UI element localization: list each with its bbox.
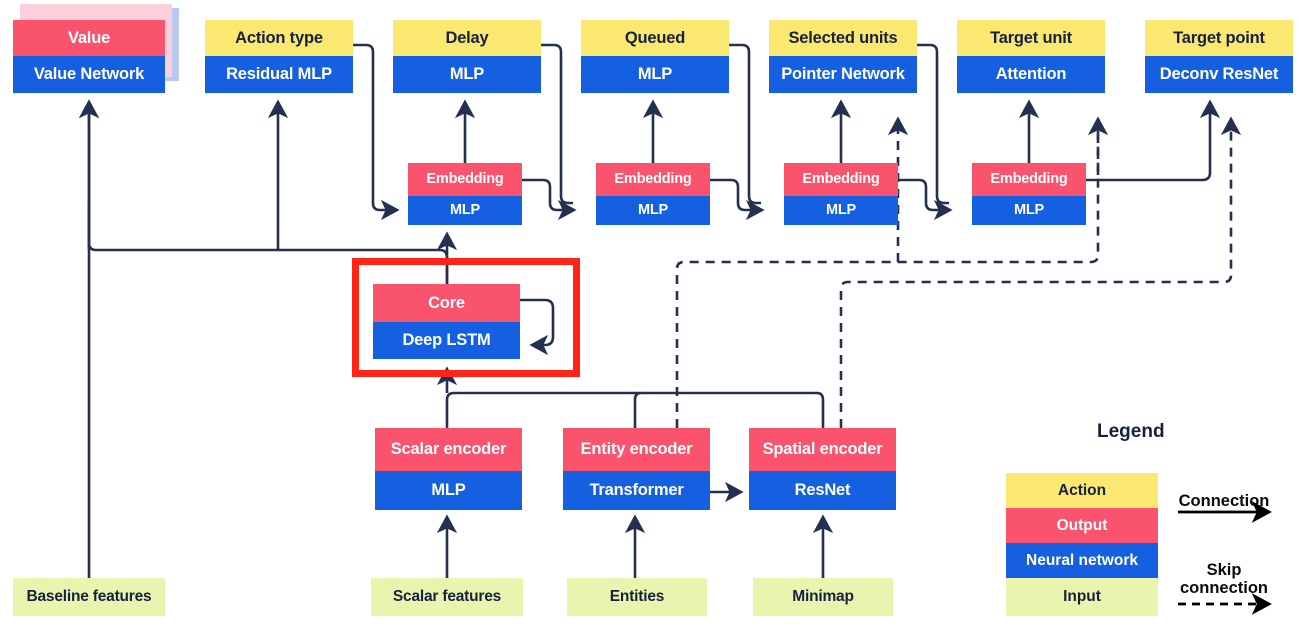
legend-title: Legend xyxy=(1097,421,1165,442)
wire-selectedunits-to-embedding4 xyxy=(917,43,949,205)
node-value-action-label: Value xyxy=(13,20,165,56)
node-spatial-encoder-output-label: Spatial encoder xyxy=(749,428,896,471)
wire-spatialenc-bus xyxy=(445,391,825,428)
legend-skip-connection-label: Skip connection xyxy=(1179,561,1268,598)
wire-embedding2-to-embedding3 xyxy=(710,178,765,221)
node-value-network-label: Value Network xyxy=(13,56,165,93)
legend-connection-label: Connection xyxy=(1178,492,1270,510)
legend-swatch-action-label: Action xyxy=(1057,481,1107,499)
node-embedding-1[interactable]: Embedding MLP xyxy=(408,163,522,225)
node-embedding-4-network-label: MLP xyxy=(972,196,1086,225)
node-input-minimap-label: Minimap xyxy=(753,578,893,616)
wire-embedding3-to-embedding4 xyxy=(898,178,953,221)
legend-swatch-action: Action xyxy=(1006,473,1158,508)
node-entity-encoder-network-label: Transformer xyxy=(563,471,710,510)
node-selected-units-network-label: Pointer Network xyxy=(769,56,917,93)
node-queued-network-label: MLP xyxy=(581,56,729,93)
wire-embedding4-to-targetpoint xyxy=(1086,99,1221,182)
node-embedding-2[interactable]: Embedding MLP xyxy=(596,163,710,225)
node-embedding-3[interactable]: Embedding MLP xyxy=(784,163,898,225)
node-target-unit-action-label: Target unit xyxy=(957,20,1105,56)
node-target-point[interactable]: Target point Deconv ResNet xyxy=(1145,20,1293,93)
node-embedding-1-network-label: MLP xyxy=(408,196,522,225)
node-input-scalar-features-label: Scalar features xyxy=(371,578,523,616)
node-delay-action-label: Delay xyxy=(393,20,541,56)
node-scalar-encoder-network-label: MLP xyxy=(375,471,522,510)
node-input-entities-label: Entities xyxy=(567,578,707,616)
node-input-scalar-features[interactable]: Scalar features xyxy=(371,578,523,616)
node-core-network-label: Deep LSTM xyxy=(373,322,520,359)
node-delay-network-label: MLP xyxy=(393,56,541,93)
node-embedding-4-output-label: Embedding xyxy=(972,163,1086,196)
node-selected-units[interactable]: Selected units Pointer Network xyxy=(769,20,917,93)
node-target-point-action-label: Target point xyxy=(1145,20,1293,56)
node-value[interactable]: Value Value Network xyxy=(13,20,165,93)
wire-embedding1-to-embedding2 xyxy=(522,178,577,221)
node-core[interactable]: Core Deep LSTM xyxy=(373,284,520,359)
node-scalar-encoder-output-label: Scalar encoder xyxy=(375,428,522,471)
node-input-baseline-features[interactable]: Baseline features xyxy=(13,578,165,616)
node-target-unit-network-label: Attention xyxy=(957,56,1105,93)
node-spatial-encoder-network-label: ResNet xyxy=(749,471,896,510)
node-input-entities[interactable]: Entities xyxy=(567,578,707,616)
node-selected-units-action-label: Selected units xyxy=(769,20,917,56)
legend-swatch-neural-network-label: Neural network xyxy=(1026,551,1138,569)
core-highlight-box xyxy=(352,258,580,377)
node-embedding-2-output-label: Embedding xyxy=(596,163,710,196)
node-embedding-1-output-label: Embedding xyxy=(408,163,522,196)
node-target-point-network-label: Deconv ResNet xyxy=(1145,56,1293,93)
legend-swatch-neural-network: Neural network xyxy=(1006,543,1158,578)
wire-delay-join xyxy=(559,195,573,205)
node-embedding-4[interactable]: Embedding MLP xyxy=(972,163,1086,225)
node-embedding-2-network-label: MLP xyxy=(596,196,710,225)
node-entity-encoder-output-label: Entity encoder xyxy=(563,428,710,471)
node-queued-action-label: Queued xyxy=(581,20,729,56)
node-input-minimap[interactable]: Minimap xyxy=(753,578,893,616)
legend-swatch-output-label: Output xyxy=(1056,516,1108,534)
wire-queued-to-embedding3 xyxy=(729,43,761,205)
node-core-output-label: Core xyxy=(373,284,520,322)
legend-swatch-input: Input xyxy=(1006,578,1158,616)
node-scalar-encoder[interactable]: Scalar encoder MLP xyxy=(375,428,522,510)
node-entity-encoder[interactable]: Entity encoder Transformer xyxy=(563,428,710,510)
legend-swatch-output: Output xyxy=(1006,508,1158,543)
wire-entityenc-bus xyxy=(633,391,642,428)
node-queued[interactable]: Queued MLP xyxy=(581,20,729,93)
node-spatial-encoder[interactable]: Spatial encoder ResNet xyxy=(749,428,896,510)
node-input-baseline-features-label: Baseline features xyxy=(13,578,165,616)
node-embedding-3-network-label: MLP xyxy=(784,196,898,225)
node-delay[interactable]: Delay MLP xyxy=(393,20,541,93)
wire-actiontype-to-embedding1 xyxy=(353,43,400,221)
node-action-type-action-label: Action type xyxy=(205,20,353,56)
node-action-type-network-label: Residual MLP xyxy=(205,56,353,93)
node-embedding-3-output-label: Embedding xyxy=(784,163,898,196)
node-target-unit[interactable]: Target unit Attention xyxy=(957,20,1105,93)
wire-delay-down xyxy=(541,43,563,196)
legend-swatch-input-label: Input xyxy=(1063,588,1101,605)
node-action-type[interactable]: Action type Residual MLP xyxy=(205,20,353,93)
